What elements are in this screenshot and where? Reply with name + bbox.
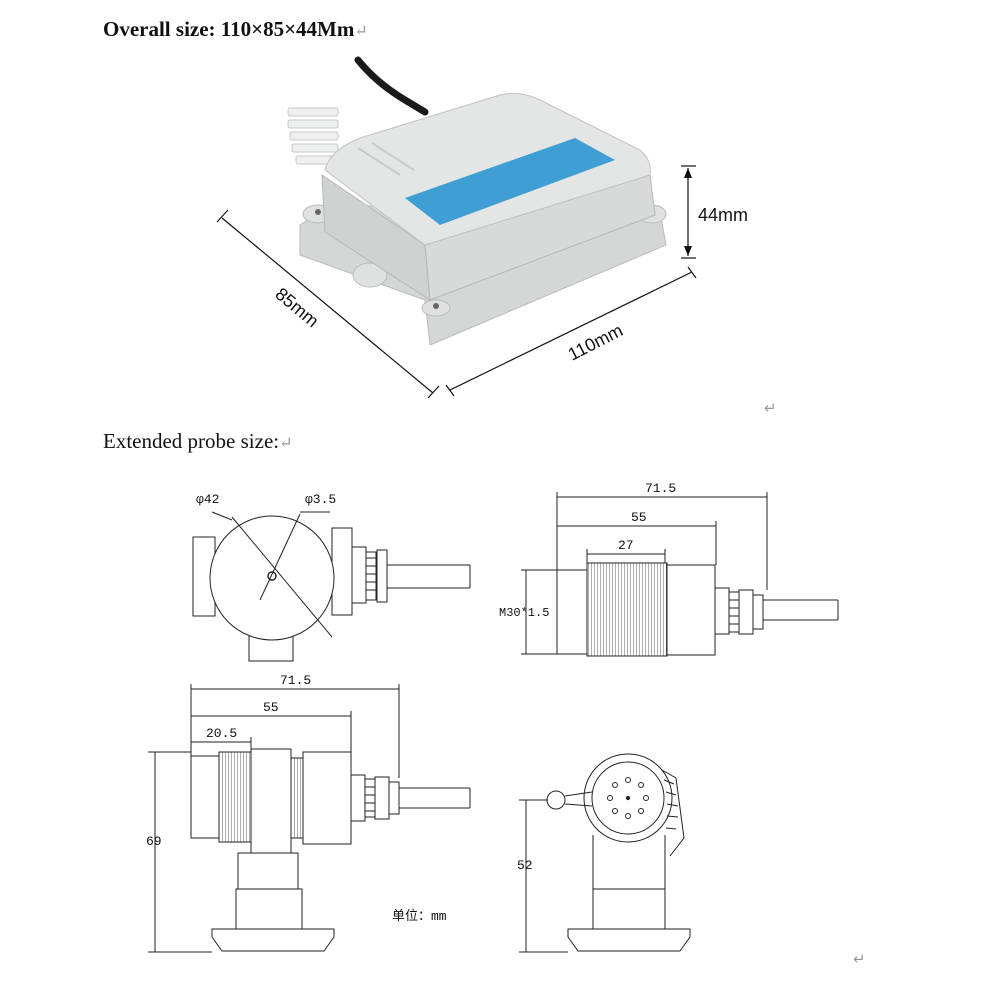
return-mark-2: ↵ [853, 950, 866, 968]
cable [354, 56, 429, 116]
probe-size-heading: Extended probe size:↵ [103, 429, 293, 453]
bottom-left-total-length: 71.5 [280, 673, 311, 688]
outer-diameter-label: φ42 [196, 492, 219, 507]
drawing-top-left [192, 511, 471, 662]
probe-fins [287, 107, 339, 165]
drawing-top-right [521, 492, 839, 657]
top-right-total-length: 71.5 [645, 481, 676, 496]
drawing-bottom-left [148, 684, 471, 953]
bottom-left-length-20-5: 20.5 [206, 726, 237, 741]
width-label: 110mm [565, 320, 626, 364]
mounting-ear [352, 262, 388, 288]
thread-spec-label: M30*1.5 [499, 606, 549, 620]
sensor-enclosure-photo [287, 56, 667, 346]
bottom-left-length-55: 55 [263, 700, 279, 715]
drawing-bottom-right [519, 753, 691, 953]
top-right-length-55: 55 [631, 510, 647, 525]
housing-circle [209, 515, 335, 641]
bottom-left-height: 69 [146, 834, 162, 849]
height-label: 44mm [698, 205, 748, 225]
thread-length-label: 27 [618, 538, 634, 553]
label-stripe [405, 138, 615, 225]
return-mark-1: ↵ [764, 399, 777, 417]
photo-dimension-lines [216, 165, 697, 399]
overall-size-heading: Overall size: 110×85×44Mm↵ [103, 17, 368, 41]
unit-note: 单位：mm [392, 909, 447, 924]
hole-diameter-label: φ3.5 [305, 492, 336, 507]
bottom-right-height: 52 [517, 858, 533, 873]
depth-label: 85mm [271, 284, 322, 331]
